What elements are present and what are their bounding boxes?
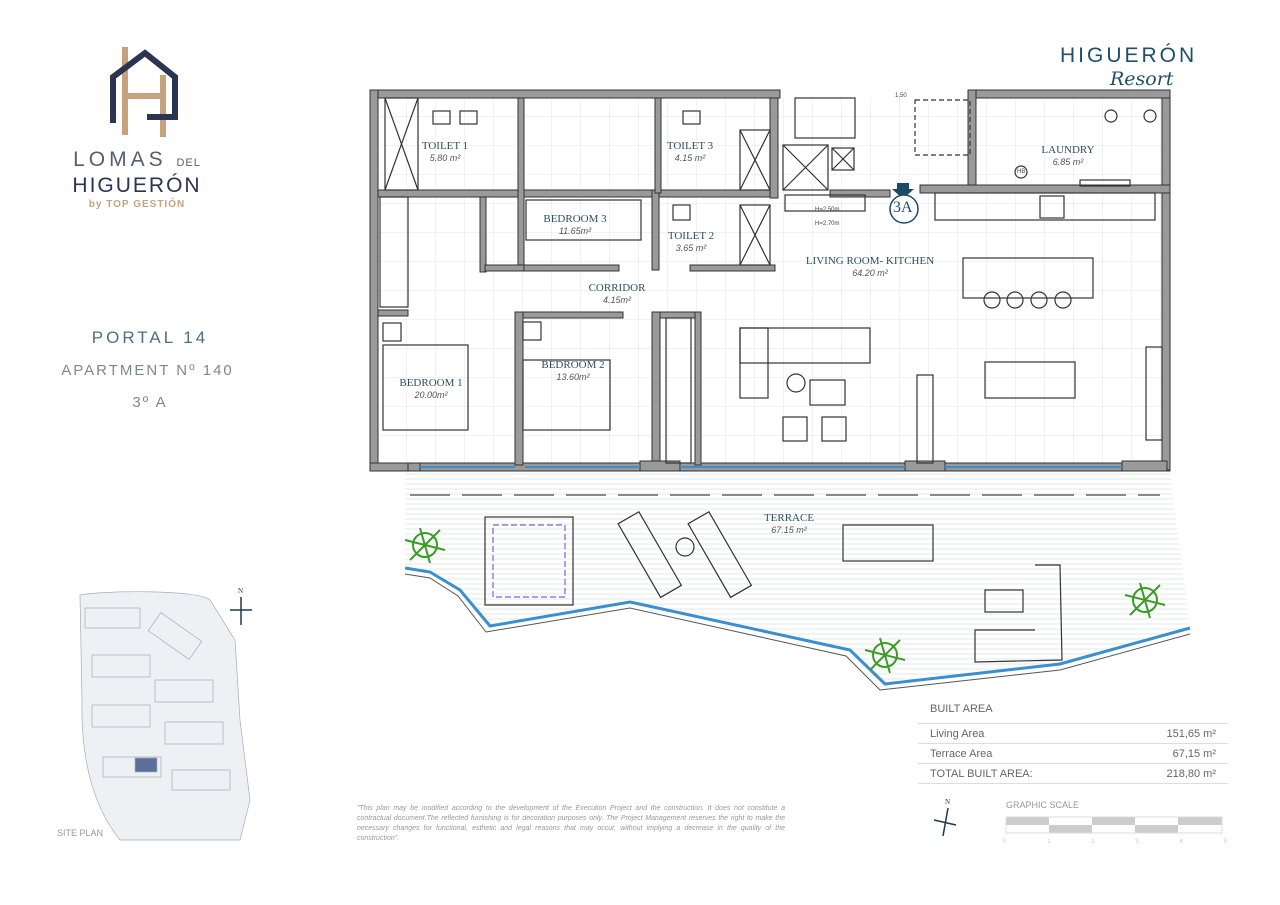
room-name: BEDROOM 1 <box>399 377 463 389</box>
scale-tick: 5 <box>1223 839 1227 845</box>
room-area: 4.15m² <box>602 295 631 305</box>
room-area: 6.85 m² <box>1052 157 1084 167</box>
room-name: LAUNDRY <box>1041 144 1095 156</box>
site-compass-icon <box>230 597 252 625</box>
apartment-label: APARTMENT Nº 140 <box>61 362 234 379</box>
resort-subtitle: Resort <box>1110 68 1174 90</box>
room-area: 11.65m² <box>558 226 592 236</box>
scale-tick: 2 <box>1091 839 1095 845</box>
row-label: TOTAL BUILT AREA: <box>930 768 1033 780</box>
entrance-arrow-icon <box>892 183 914 199</box>
room-name: TOILET 3 <box>666 140 714 152</box>
scale-tick: 4 <box>1179 839 1183 845</box>
brand-line3: by TOP GESTIÓN <box>88 199 186 210</box>
room-area: 3.65 m² <box>675 243 707 253</box>
table-row: TOTAL BUILT AREA: 218,80 m² <box>918 764 1228 784</box>
room-area: 20.00m² <box>414 390 448 400</box>
room-name: CORRIDOR <box>588 282 646 294</box>
graphic-scale-label: GRAPHIC SCALE <box>1006 800 1080 810</box>
built-area-title: BUILT AREA <box>918 700 1228 724</box>
terrace-floor <box>405 471 1190 684</box>
row-label: Living Area <box>930 728 985 740</box>
table-row: Terrace Area 67,15 m² <box>918 744 1228 764</box>
site-plan-label: SITE PLAN <box>57 828 104 838</box>
compass-north-label: N <box>945 798 951 806</box>
scale-tick: 1 <box>1047 839 1051 845</box>
graphic-scale-bar <box>1005 816 1223 834</box>
scale-tick: 0 <box>1003 839 1007 845</box>
room-area: 67.15 m² <box>771 525 807 535</box>
row-value: 67,15 m² <box>1172 748 1216 760</box>
graphic-scale-ticks: 0 1 2 3 4 5 <box>1003 839 1227 845</box>
room-name: BEDROOM 2 <box>541 359 605 371</box>
site-plan-map <box>79 591 251 841</box>
height-label-2: H=2,70m <box>815 221 840 227</box>
room-name: BEDROOM 3 <box>543 213 607 225</box>
table-row: Living Area 151,65 m² <box>918 724 1228 744</box>
row-value: 151,65 m² <box>1166 728 1216 740</box>
higueron-resort-logo: HIGUERÓN <box>1060 44 1198 67</box>
entrance-label: 3A <box>893 199 913 216</box>
built-area-table: BUILT AREA Living Area 151,65 m² Terrace … <box>918 700 1228 784</box>
unit-label: 3º A <box>132 394 168 411</box>
row-label: Terrace Area <box>930 748 993 760</box>
room-name: TOILET 1 <box>421 140 469 152</box>
compass-icon <box>933 807 957 837</box>
room-name: LIVING ROOM- KITCHEN <box>805 255 935 267</box>
room-area: 5.80 m² <box>429 153 461 163</box>
heater-label: HB <box>1017 169 1026 175</box>
room-name: TOILET 2 <box>667 230 715 242</box>
portal-label: PORTAL 14 <box>91 328 209 347</box>
lomas-logo-icon <box>110 47 178 137</box>
brand-del: DEL <box>176 157 201 169</box>
room-area: 13.60m² <box>556 372 590 382</box>
row-value: 218,80 m² <box>1166 768 1216 780</box>
plant-icons <box>404 527 1166 674</box>
brand-lomas: LOMAS <box>73 148 167 171</box>
site-compass-north-label: N <box>238 587 244 595</box>
dimension-label: 1,50 <box>895 93 907 99</box>
room-name: TERRACE <box>763 512 815 524</box>
disclaimer-text: "This plan may be modified according to … <box>357 805 785 842</box>
scale-tick: 3 <box>1135 839 1139 845</box>
brand-line2: HIGUERÓN <box>72 174 202 197</box>
brand-line1: LOMAS DEL <box>62 148 212 172</box>
height-label-1: H=2,50m <box>815 207 840 213</box>
room-area: 4.15 m² <box>674 153 706 163</box>
room-area: 64.20 m² <box>852 268 888 278</box>
